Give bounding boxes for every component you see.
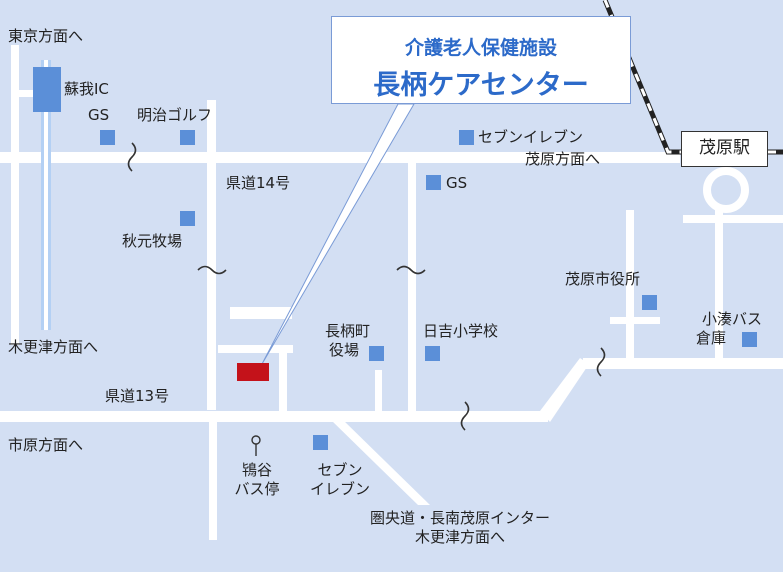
direction-mobara: 茂原方面へ bbox=[525, 150, 601, 168]
south-vertical-road bbox=[209, 420, 217, 540]
kominato-bus-label: 小湊バス 倉庫 bbox=[692, 310, 772, 348]
station-horizontal-road bbox=[683, 215, 783, 223]
route-14-label: 県道14号 bbox=[226, 174, 291, 192]
central-vertical-road bbox=[207, 100, 216, 410]
station-vertical-road bbox=[715, 205, 723, 358]
gs-west-label: GS bbox=[88, 106, 110, 124]
west-vertical-road bbox=[11, 45, 19, 345]
gs-east-label: GS bbox=[446, 174, 468, 192]
seven-south-line1: セブン bbox=[317, 461, 363, 479]
expressway-line2: 木更津方面へ bbox=[414, 528, 505, 546]
kominato-bus-icon bbox=[742, 332, 757, 347]
callout-title: 長柄ケアセンター bbox=[373, 70, 589, 101]
station-roundabout bbox=[703, 167, 749, 213]
bus-stop-label: 鴇谷 バス停 bbox=[222, 461, 292, 499]
diagonal-road-south bbox=[330, 419, 430, 505]
direction-ichihara: 市原方面へ bbox=[8, 436, 84, 454]
meiji-golf-label: 明治ゴルフ bbox=[137, 106, 213, 124]
kominato-bus-line1: 小湊バス bbox=[701, 310, 762, 328]
callout-subtitle: 介護老人保健施設 bbox=[404, 37, 557, 59]
bus-stop-line2: バス停 bbox=[234, 480, 280, 498]
direction-expressway: 圏央道・長南茂原インター 木更津方面へ bbox=[345, 509, 575, 547]
city-hall-access bbox=[610, 317, 660, 324]
city-hall-label: 茂原市役所 bbox=[565, 270, 641, 288]
facility-marker bbox=[237, 363, 269, 381]
road-break-icon bbox=[596, 347, 606, 377]
facility-callout: 介護老人保健施設 長柄ケアセンター bbox=[331, 16, 631, 104]
town-hall-road bbox=[375, 370, 382, 412]
seven-south-label: セブン イレブン bbox=[300, 461, 380, 499]
hiyoshi-school-label: 日吉小学校 bbox=[423, 322, 499, 340]
seven-north-icon bbox=[459, 130, 474, 145]
meiji-golf-icon bbox=[180, 130, 195, 145]
direction-kisarazu: 木更津方面へ bbox=[8, 338, 99, 356]
town-hall-line1: 長柄町 bbox=[325, 322, 371, 340]
gs-east-icon bbox=[426, 175, 441, 190]
middle-vertical-road bbox=[408, 163, 416, 411]
diagonal-road-east bbox=[540, 358, 589, 422]
kominato-bus-line2: 倉庫 bbox=[696, 329, 727, 347]
facility-side-road bbox=[279, 345, 287, 413]
railway-line bbox=[602, 0, 783, 155]
akimoto-farm-label: 秋元牧場 bbox=[122, 232, 183, 250]
road-break-icon bbox=[396, 265, 426, 275]
route-13-road bbox=[0, 411, 548, 422]
hiyoshi-school-icon bbox=[425, 346, 440, 361]
east-road bbox=[583, 358, 783, 369]
west-connector-road bbox=[11, 90, 44, 97]
gs-west-icon bbox=[100, 130, 115, 145]
route-13-label: 県道13号 bbox=[105, 387, 170, 405]
road-break-icon bbox=[127, 142, 137, 172]
road-break-icon bbox=[460, 401, 470, 431]
city-hall-icon bbox=[642, 295, 657, 310]
city-hall-road bbox=[626, 210, 634, 360]
akimoto-farm-icon bbox=[180, 211, 195, 226]
soga-ic-marker bbox=[33, 67, 61, 112]
mobara-station: 茂原駅 bbox=[681, 131, 768, 167]
road-break-icon bbox=[197, 265, 227, 275]
town-hall-icon bbox=[369, 346, 384, 361]
seven-south-line2: イレブン bbox=[309, 480, 370, 498]
bus-stop-line1: 鴇谷 bbox=[241, 461, 272, 479]
expressway-line1: 圏央道・長南茂原インター bbox=[369, 509, 550, 527]
direction-tokyo: 東京方面へ bbox=[8, 27, 84, 45]
seven-south-icon bbox=[313, 435, 328, 450]
bus-stop-pin-icon bbox=[251, 435, 261, 456]
town-hall-line2: 役場 bbox=[329, 341, 360, 359]
soga-ic-label: 蘇我IC bbox=[64, 80, 109, 98]
seven-north-label: セブンイレブン bbox=[478, 128, 584, 146]
facility-access-road-2 bbox=[218, 345, 293, 353]
facility-access-road bbox=[230, 307, 292, 319]
expressway-center bbox=[44, 60, 48, 330]
town-hall-label: 長柄町 役場 bbox=[325, 322, 370, 360]
route-14-road bbox=[0, 152, 680, 163]
callout-pointer bbox=[261, 103, 415, 365]
